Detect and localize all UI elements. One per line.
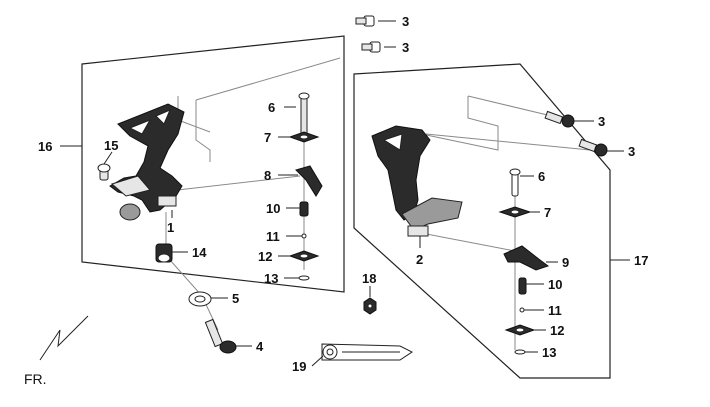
callout-17: 17 bbox=[634, 253, 648, 268]
callout-6: 6 bbox=[538, 169, 545, 184]
callout-3: 3 bbox=[402, 14, 409, 29]
right-pin-stack bbox=[498, 168, 550, 355]
callout-18: 18 bbox=[362, 271, 376, 286]
callout-3: 3 bbox=[598, 114, 605, 129]
leader-lines bbox=[60, 20, 630, 367]
callout-labels: 3 3 3 3 16 17 15 1 14 5 4 6 7 8 10 11 12… bbox=[38, 14, 648, 374]
bushing-14 bbox=[155, 243, 173, 263]
screw-3-top-a bbox=[355, 15, 375, 27]
callout-10: 10 bbox=[548, 277, 562, 292]
strap-19 bbox=[321, 343, 413, 361]
callout-3: 3 bbox=[628, 144, 635, 159]
bolt-3-right-b bbox=[578, 138, 608, 157]
left-assembly-panel bbox=[81, 35, 345, 293]
callout-5: 5 bbox=[232, 291, 239, 306]
callout-13: 13 bbox=[264, 271, 278, 286]
bolt-3-right-a bbox=[544, 110, 575, 128]
callout-11: 11 bbox=[548, 303, 562, 318]
callout-16: 16 bbox=[38, 139, 52, 154]
callout-4: 4 bbox=[256, 339, 264, 354]
screw-15 bbox=[97, 163, 111, 181]
callout-12: 12 bbox=[550, 323, 564, 338]
screw-3-top-b bbox=[361, 41, 381, 53]
callout-7: 7 bbox=[544, 205, 551, 220]
left-footrest-bracket bbox=[109, 103, 185, 221]
nut-18 bbox=[363, 297, 377, 315]
bolt-4 bbox=[204, 318, 237, 354]
callout-8: 8 bbox=[264, 168, 271, 183]
front-direction-arrow: FR. bbox=[24, 315, 89, 387]
callout-2: 2 bbox=[416, 252, 423, 267]
left-pin-stack bbox=[288, 92, 323, 281]
fr-label: FR. bbox=[24, 371, 47, 387]
callout-7: 7 bbox=[264, 130, 271, 145]
callout-9: 9 bbox=[562, 255, 569, 270]
callout-13: 13 bbox=[542, 345, 556, 360]
callout-12: 12 bbox=[258, 249, 272, 264]
callout-19: 19 bbox=[292, 359, 306, 374]
right-assembly-panel bbox=[353, 63, 611, 379]
callout-1: 1 bbox=[167, 220, 174, 235]
callout-3: 3 bbox=[402, 40, 409, 55]
callout-10: 10 bbox=[266, 201, 280, 216]
callout-11: 11 bbox=[266, 229, 280, 244]
callout-6: 6 bbox=[268, 100, 275, 115]
callout-15: 15 bbox=[104, 138, 118, 153]
callout-14: 14 bbox=[192, 245, 207, 260]
right-footrest-bracket bbox=[371, 125, 463, 237]
washer-5 bbox=[188, 291, 212, 307]
